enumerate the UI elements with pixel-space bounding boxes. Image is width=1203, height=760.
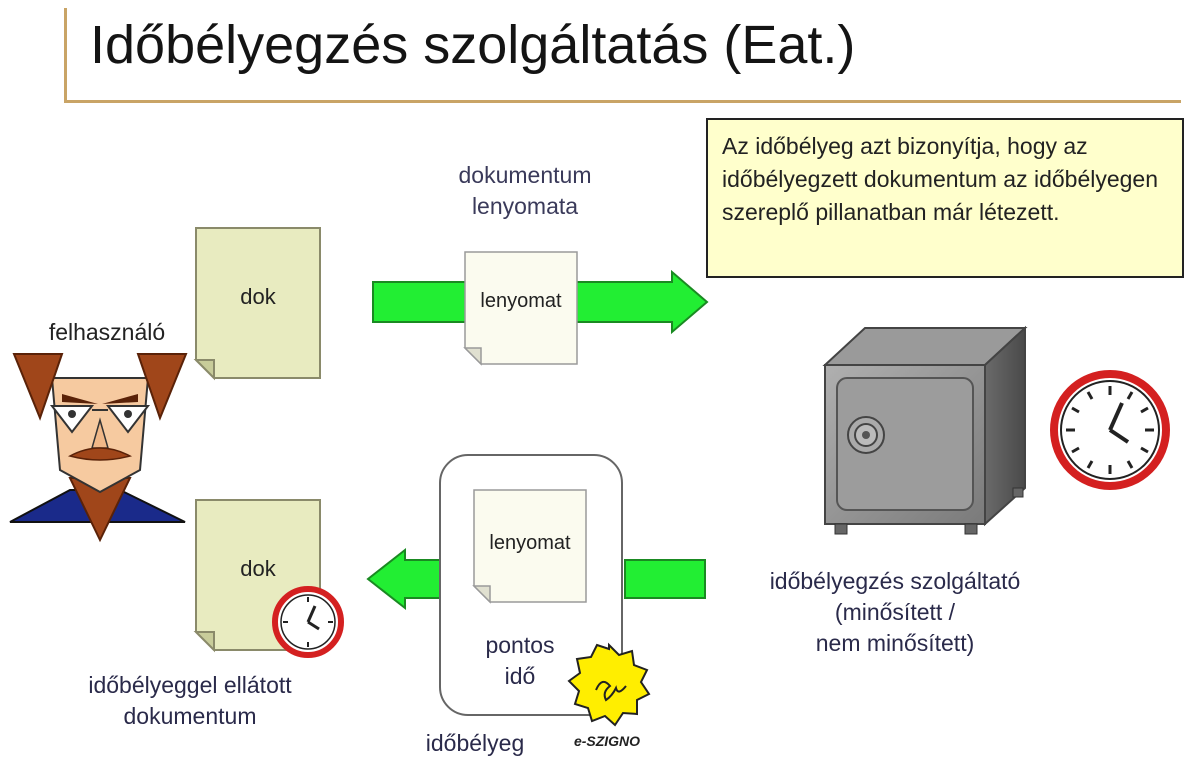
document-label: dok bbox=[240, 284, 276, 309]
fingerprint-label: lenyomat bbox=[480, 290, 562, 312]
provider-label: időbélyegzés szolgáltató (minősített / n… bbox=[769, 568, 1021, 656]
exact-time-label: pontos idő bbox=[485, 632, 555, 689]
seal-icon bbox=[567, 642, 651, 727]
fingerprint-icon bbox=[463, 251, 578, 366]
seal-brand: e-SZIGNO bbox=[573, 733, 641, 749]
user-avatar-icon bbox=[9, 353, 188, 543]
timestamp-fingerprint-label: lenyomat bbox=[489, 532, 571, 554]
small-clock-icon bbox=[272, 586, 344, 658]
stamped-document-label: dok bbox=[240, 556, 276, 581]
document-icon bbox=[193, 227, 321, 381]
fingerprint-caption: dokumentum lenyomata bbox=[458, 162, 592, 219]
note-box: Az időbélyeg azt bizonyítja, hogy az idő… bbox=[706, 118, 1184, 278]
result-caption: időbélyeggel ellátott dokumentum bbox=[88, 672, 292, 729]
user-label: felhasználó bbox=[48, 319, 166, 345]
return-arrow bbox=[366, 547, 706, 611]
timestamp-label: időbélyeg bbox=[425, 730, 525, 756]
clock-icon bbox=[1050, 370, 1170, 490]
safe-icon bbox=[822, 325, 1028, 535]
timestamp-fingerprint-icon bbox=[472, 489, 587, 604]
title-rule bbox=[64, 8, 1181, 103]
slide-title: Időbélyegzés szolgáltatás (Eat.) bbox=[90, 15, 856, 75]
